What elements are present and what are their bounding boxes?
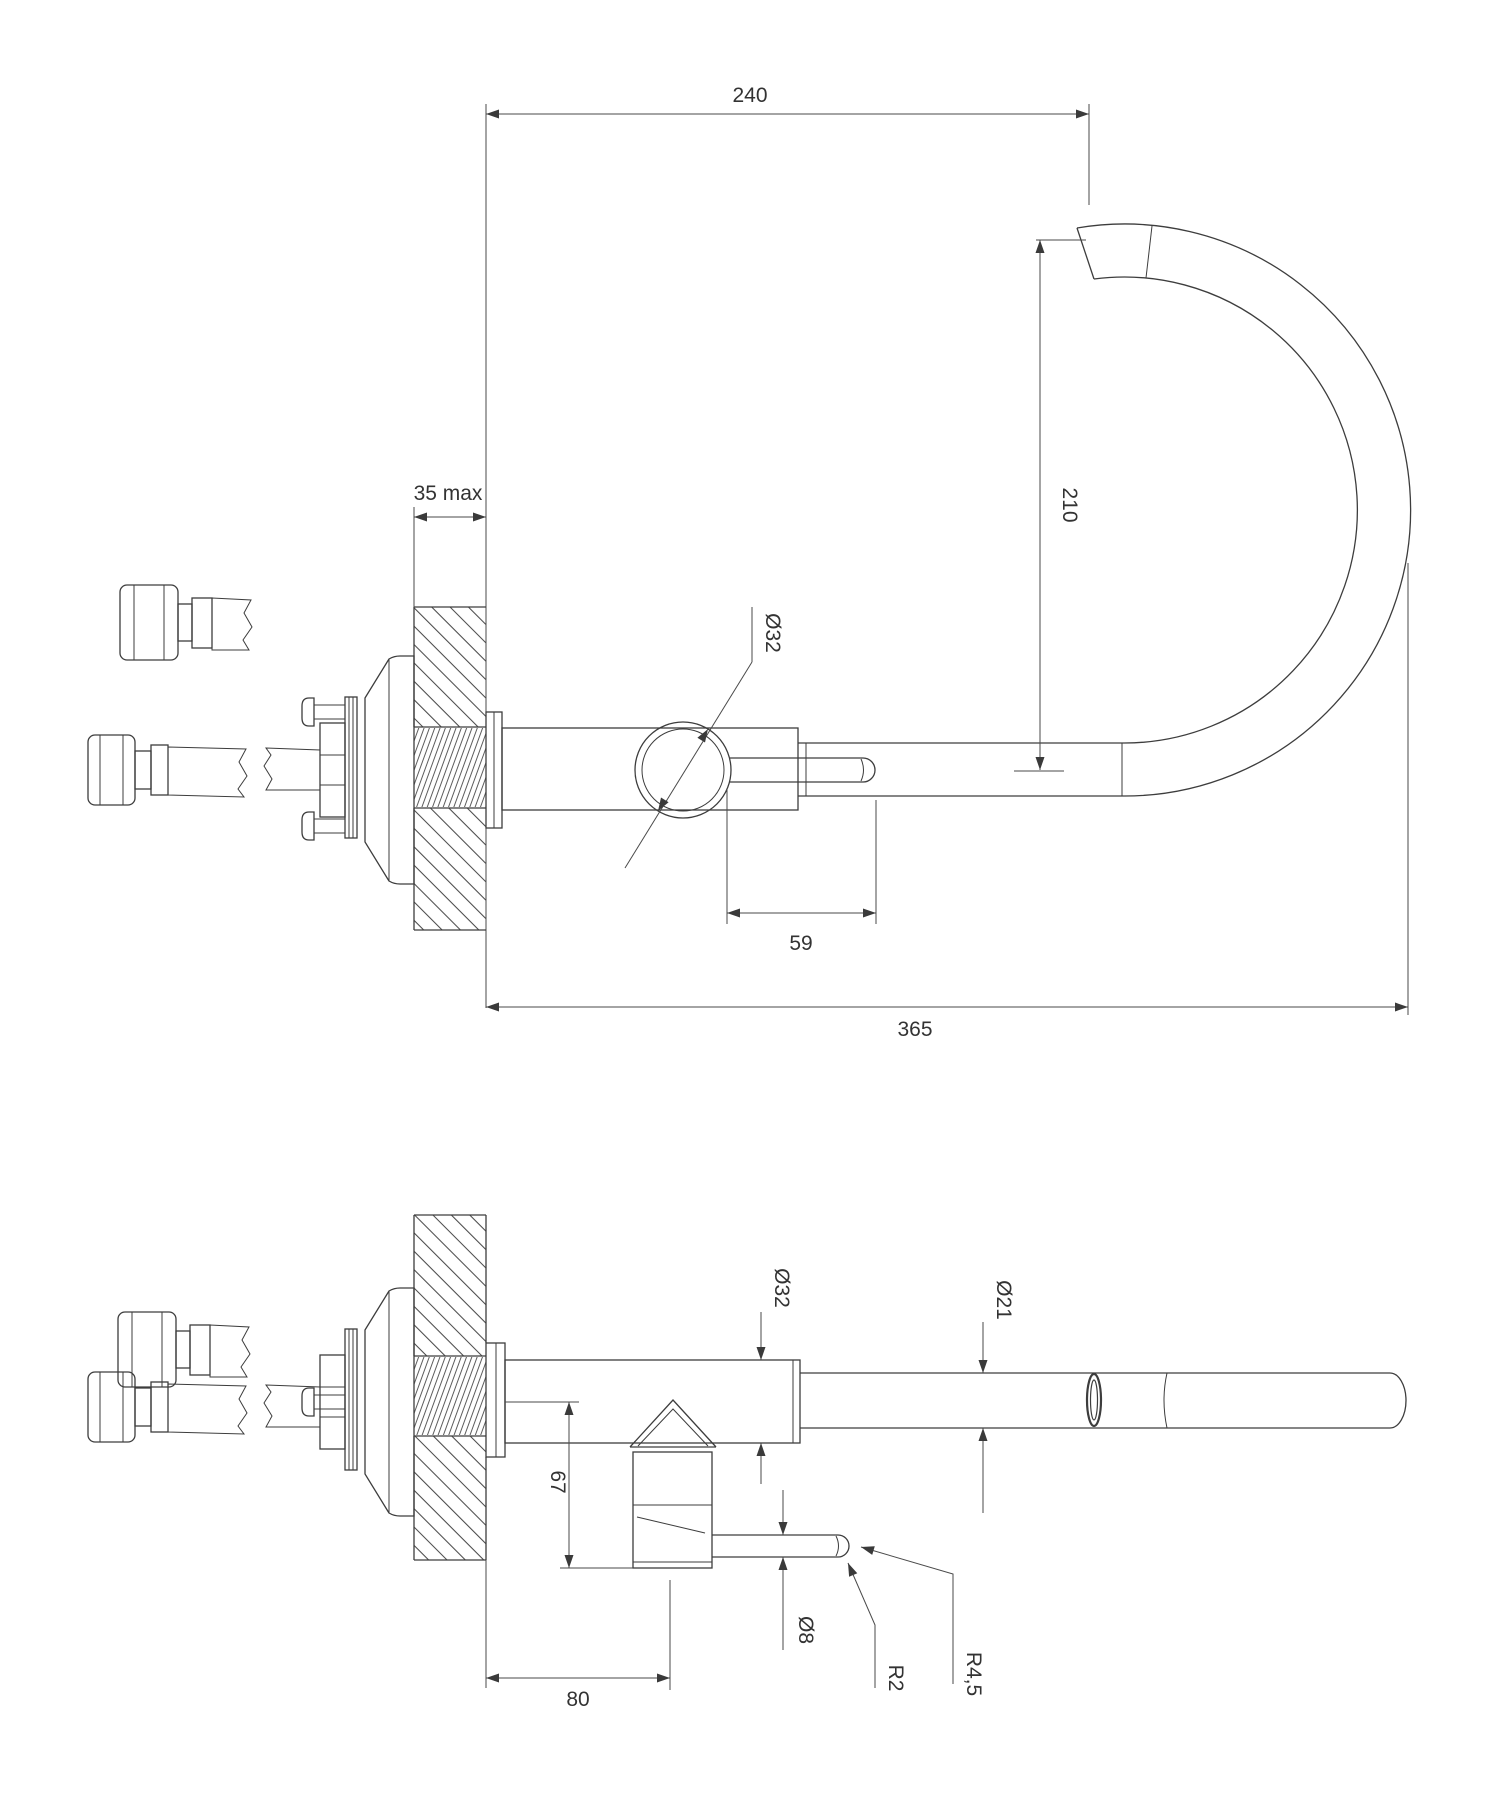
dim-r45: R4,5: [860, 1546, 985, 1696]
dim-dia32-top: Ø32: [624, 607, 784, 869]
dim-35max-label: 35 max: [414, 482, 483, 505]
dim-365-label: 365: [897, 1018, 932, 1041]
dim-240: 240: [486, 84, 1090, 205]
valve-body-plan: [629, 1399, 717, 1569]
lever-handle-plan: [712, 1534, 850, 1558]
dim-67-label: 67: [546, 1470, 569, 1493]
dim-80-label: 80: [566, 1688, 589, 1711]
dim-dia8-label: Ø8: [794, 1616, 817, 1644]
dim-r2-label: R2: [884, 1665, 907, 1692]
mounting-screw-top: [301, 697, 346, 727]
supply-hose-upper-plan: [117, 1311, 251, 1388]
faucet-body-plan: [485, 1342, 801, 1458]
dim-59: 59: [726, 788, 877, 955]
bottom-view: Ø32 Ø21 67 Ø8: [87, 1214, 1407, 1711]
supply-hose-upper: [119, 584, 253, 661]
dim-r45-label: R4,5: [962, 1652, 985, 1696]
dim-210: 210: [1014, 239, 1086, 772]
threaded-shank-plan: [414, 1355, 486, 1437]
dim-dia21: Ø21: [978, 1280, 1015, 1513]
threaded-shank: [414, 726, 486, 809]
spout-gooseneck: [798, 223, 1412, 797]
spout-tube-plan: [800, 1372, 1407, 1429]
mounting-screw-plan: [301, 1387, 346, 1417]
mounting-screw-bottom: [301, 811, 346, 841]
dim-210-label: 210: [1058, 487, 1081, 522]
dim-59-label: 59: [789, 932, 812, 955]
mounting-bracket-plan: [319, 1287, 415, 1517]
top-view: 240 210 35 max Ø32: [87, 84, 1412, 1041]
faucet-body: [485, 711, 799, 829]
mounting-bracket: [319, 655, 415, 885]
lever-handle: [730, 757, 876, 783]
dim-dia32-top-label: Ø32: [761, 613, 784, 653]
dim-dia21-label: Ø21: [992, 1280, 1015, 1320]
supply-hose-lower: [87, 734, 321, 806]
wall-section-plan: [413, 1214, 487, 1688]
dim-67: 67: [505, 1401, 633, 1569]
dim-dia32-plan: Ø32: [756, 1268, 793, 1484]
dim-80: 80: [486, 1580, 671, 1711]
dim-240-label: 240: [732, 84, 767, 107]
lever-joint: [634, 721, 732, 819]
supply-hose-lower-plan: [87, 1371, 321, 1443]
dim-365: 365: [486, 563, 1409, 1041]
aerator-ring: [1085, 1372, 1103, 1428]
dim-dia8: Ø8: [778, 1490, 817, 1650]
dim-dia32-plan-label: Ø32: [770, 1268, 793, 1308]
dim-r2: R2: [847, 1562, 907, 1692]
dim-35max: 35 max: [413, 482, 486, 607]
